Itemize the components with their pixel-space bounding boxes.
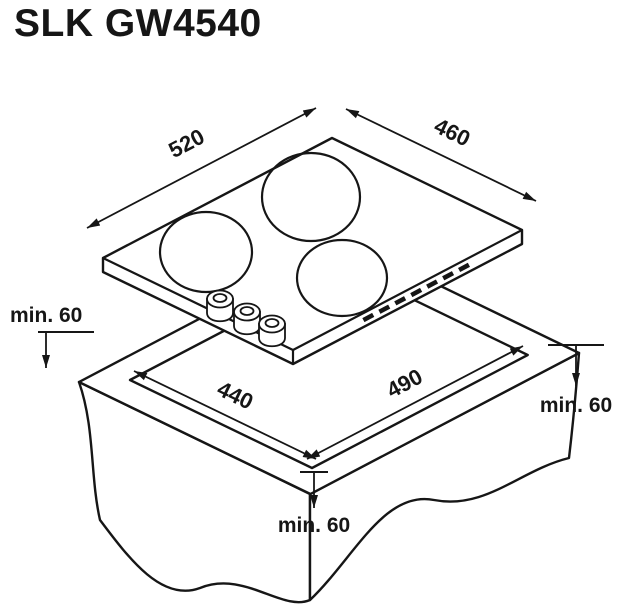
vent-slots xyxy=(362,262,470,323)
vent-slot xyxy=(442,271,455,281)
hob-width-label: 520 xyxy=(164,124,208,163)
vent-slot xyxy=(458,262,470,273)
control-knob-2 xyxy=(233,302,261,336)
cutout-width-label: 490 xyxy=(382,364,426,403)
control-knob-3 xyxy=(258,314,286,348)
clearance-left-label: min. 60 xyxy=(10,304,82,327)
clearance-right-label: min. 60 xyxy=(540,394,612,417)
cutout-depth-label: 440 xyxy=(213,376,257,414)
hob-front-edge-right xyxy=(292,229,523,351)
cutout-depth-dimension-line xyxy=(133,370,317,460)
burner-front-right xyxy=(295,238,389,318)
vent-slot xyxy=(410,287,423,298)
model-title: SLK GW4540 xyxy=(14,2,262,45)
vent-slot xyxy=(426,279,439,289)
clearance-bottom-label: min. 60 xyxy=(278,514,350,537)
vent-slot xyxy=(378,304,391,314)
clearance-right: min. 60 xyxy=(540,344,612,417)
worktop-front-right-panel xyxy=(308,351,581,602)
hob-depth-label: 460 xyxy=(430,113,474,151)
control-knob-1 xyxy=(206,289,234,323)
cutout-width-dimension-line xyxy=(306,345,524,460)
hob xyxy=(101,136,524,366)
clearance-left: min. 60 xyxy=(10,304,94,368)
vent-slot xyxy=(362,312,375,323)
hob-width-dimension-line xyxy=(86,107,317,229)
hob-body xyxy=(101,136,524,366)
hob-depth-dimension-line xyxy=(345,108,537,202)
clearance-bottom: min. 60 xyxy=(278,471,350,537)
vent-slot xyxy=(394,296,407,306)
